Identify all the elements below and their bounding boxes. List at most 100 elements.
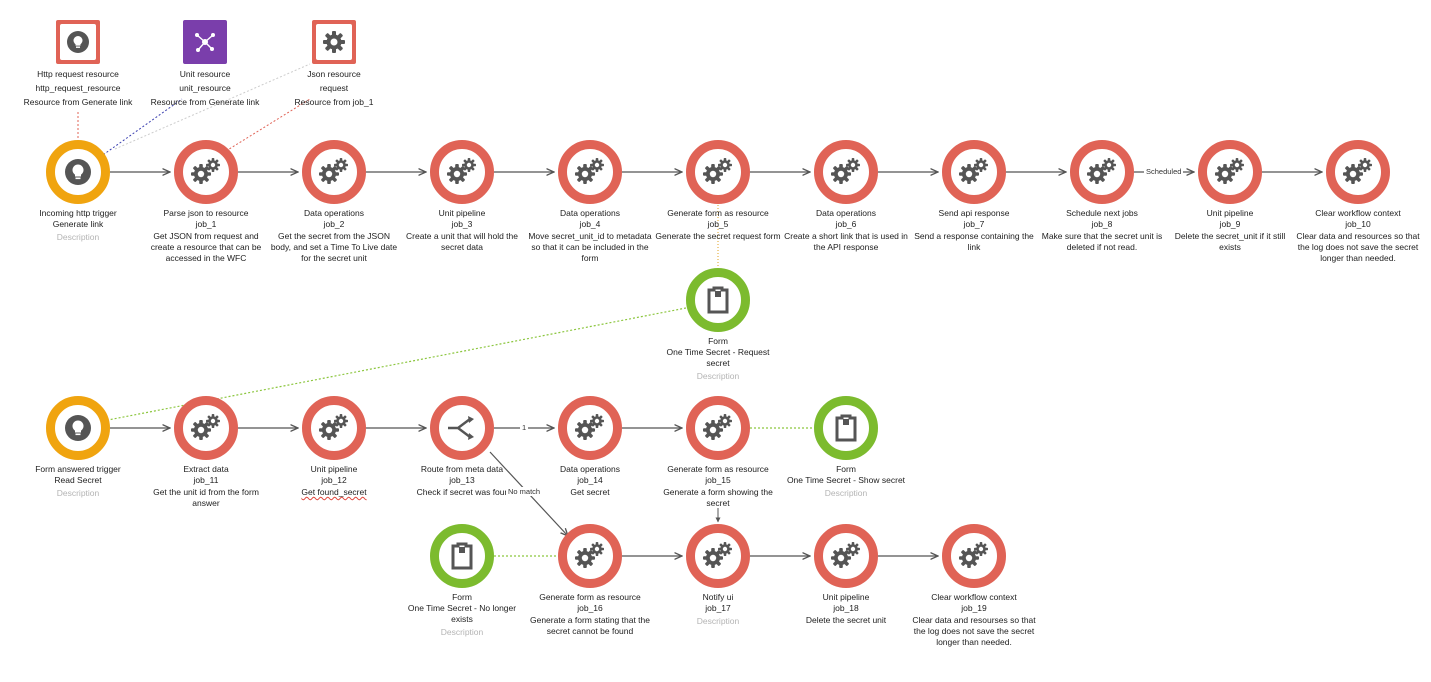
job-node-circle[interactable] [814, 524, 878, 588]
node-description: Generate the secret request form [655, 231, 781, 241]
job-node-circle[interactable] [814, 140, 878, 204]
node-title: Data operations [303, 208, 364, 218]
gears-icon [447, 158, 476, 184]
node-title: Notify ui [702, 592, 734, 602]
node-job-name: job_10 [1345, 219, 1371, 229]
description-placeholder[interactable]: Description [696, 371, 740, 381]
job-node-circle[interactable] [302, 396, 366, 460]
resource-box[interactable] [312, 20, 356, 64]
resource-key: unit_resource [179, 83, 231, 93]
resource-source: Resource from job_1 [294, 97, 374, 107]
node-description: Move secret_unit_id to metadata so that … [528, 231, 652, 263]
lightbulb-icon [65, 159, 91, 185]
job-node-circle[interactable] [1198, 140, 1262, 204]
form-node-circle[interactable] [430, 524, 494, 588]
job-node-circle[interactable] [430, 140, 494, 204]
node-job-name: job_8 [1091, 219, 1113, 229]
resource-labels: Unit resource unit_resource Resource fro… [145, 67, 265, 109]
node-job-name: job_15 [705, 475, 731, 485]
node-job-name: job_6 [835, 219, 857, 229]
route-split-icon [448, 416, 474, 440]
job-node-circle[interactable] [558, 524, 622, 588]
job-node-circle[interactable] [686, 524, 750, 588]
node-description: Clear data and resourses so that the log… [912, 615, 1036, 647]
node-title: Unit pipeline [438, 208, 486, 218]
description-placeholder[interactable]: Description [440, 627, 484, 637]
node-job-name: job_17 [705, 603, 731, 613]
node-job-name: One Time Secret - Request secret [666, 347, 770, 368]
node-title: Unit pipeline [1206, 208, 1254, 218]
form-icon [835, 414, 857, 442]
job-node-circle[interactable] [558, 140, 622, 204]
form-node-circle[interactable] [814, 396, 878, 460]
gears-icon [1087, 158, 1116, 184]
job-node-circle[interactable] [174, 140, 238, 204]
gears-icon [319, 414, 348, 440]
form-node-circle[interactable] [686, 268, 750, 332]
node-description: Create a short link that is used in the … [784, 231, 908, 252]
network-icon [195, 33, 215, 52]
node-title: Form [452, 592, 472, 602]
resource-box[interactable] [56, 20, 100, 64]
description-placeholder[interactable]: Description [824, 488, 868, 498]
job-node-circle[interactable] [686, 140, 750, 204]
job-node-circle[interactable] [686, 396, 750, 460]
node-job-name: job_4 [579, 219, 601, 229]
node-description: Make sure that the secret unit is delete… [1041, 231, 1163, 252]
node-title: Unit pipeline [310, 464, 358, 474]
node-job-name: job_5 [707, 219, 729, 229]
node-job-name: job_9 [1219, 219, 1241, 229]
node-title: Send api response [938, 208, 1010, 218]
gears-icon [575, 158, 604, 184]
node-title: Unit pipeline [822, 592, 870, 602]
gears-icon [1343, 158, 1372, 184]
gears-icon [831, 542, 860, 568]
resource-name: Json resource [307, 69, 361, 79]
node-job-name: job_12 [321, 475, 347, 485]
node-description: Get secret [570, 487, 610, 497]
form-icon [451, 542, 473, 570]
edge-label-no-match: No match [506, 487, 543, 496]
description-placeholder[interactable]: Description [56, 488, 100, 498]
job-node-circle[interactable] [942, 524, 1006, 588]
job-node-circle[interactable] [430, 396, 494, 460]
gears-icon [191, 158, 220, 184]
job-node-circle[interactable] [302, 140, 366, 204]
node-title: Generate form as resource [667, 208, 769, 218]
node-job-name: job_1 [195, 219, 217, 229]
trigger-node-circle[interactable] [46, 396, 110, 460]
gears-icon [703, 158, 732, 184]
job-node-circle[interactable] [942, 140, 1006, 204]
node-description: Get the unit id from the form answer [153, 487, 259, 508]
node-job-name: job_16 [577, 603, 603, 613]
node-job-name: job_7 [963, 219, 985, 229]
description-placeholder[interactable]: Description [696, 616, 740, 626]
job-node-circle[interactable] [1326, 140, 1390, 204]
node-description: Delete the secret unit [805, 615, 887, 625]
resource-labels: Json resource request Resource from job_… [274, 67, 394, 109]
job-node-circle[interactable] [558, 396, 622, 460]
resource-box[interactable] [183, 20, 227, 64]
job-node-circle[interactable] [1070, 140, 1134, 204]
node-title: Generate form as resource [667, 464, 769, 474]
trigger-node-circle[interactable] [46, 140, 110, 204]
job-node-circle[interactable] [174, 396, 238, 460]
node-job-name: Generate link [52, 219, 104, 229]
resource-source: Resource from Generate link [23, 97, 133, 107]
resource-name: Unit resource [179, 69, 231, 79]
node-description: Generate a form showing the secret [663, 487, 773, 508]
description-placeholder[interactable]: Description [56, 232, 100, 242]
node-title: Route from meta data [420, 464, 504, 474]
